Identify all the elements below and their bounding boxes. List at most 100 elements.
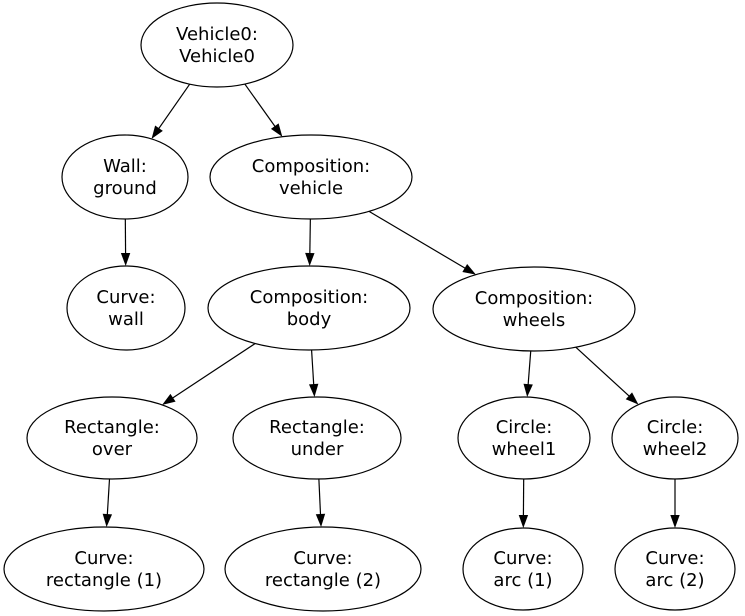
edge-line (171, 343, 256, 400)
node-label-line-2: over (92, 439, 133, 460)
node-label-line-1: Vehicle0: (176, 24, 258, 45)
node-label-line-1: Composition: (252, 156, 370, 177)
node-label-line-1: Curve: (493, 548, 552, 569)
node-label: Curve:wall (96, 287, 155, 330)
node-label-line-1: Rectangle: (64, 417, 160, 438)
node-curve_arc2: Curve:arc (2) (614, 527, 736, 611)
edge-line (575, 346, 631, 398)
edge-line (157, 83, 191, 131)
node-ellipse (457, 396, 591, 480)
node-label-line-1: Circle: (496, 417, 553, 438)
node-label-line-2: wall (108, 309, 144, 330)
node-ellipse (26, 396, 198, 480)
node-label-line-1: Curve: (96, 287, 155, 308)
node-label-line-2: arc (1) (493, 570, 552, 591)
edge-circle_wheel2-curve_arc2 (670, 479, 680, 528)
node-label-line-2: under (291, 439, 344, 460)
node-label-line-2: rectangle (1) (46, 570, 162, 591)
edge-comp_wheels-circle_wheel2 (575, 346, 639, 405)
edge-circle_wheel1-curve_arc1 (518, 478, 529, 529)
edge-arrowhead (308, 383, 319, 398)
node-ellipse (462, 527, 584, 611)
node-circle_wheel1: Circle:wheel1 (457, 396, 591, 480)
edge-vehicle0-comp_vehicle (244, 83, 283, 137)
node-label: Vehicle0:Vehicle0 (176, 24, 258, 67)
node-label: Rectangle:over (64, 417, 160, 460)
node-ellipse (232, 396, 402, 480)
edge-rect_under-curve_rect2 (315, 478, 326, 528)
edge-comp_vehicle-comp_wheels (368, 210, 476, 275)
node-rect_under: Rectangle:under (232, 396, 402, 480)
edge-arrowhead (151, 125, 163, 139)
node-label-line-1: Curve: (74, 548, 133, 569)
edge-line (368, 210, 467, 270)
node-label-line-1: Composition: (475, 288, 593, 309)
edge-rect_over-curve_rect1 (102, 478, 113, 528)
node-label-line-2: wheel1 (492, 439, 557, 460)
node-label-line-1: Curve: (645, 548, 704, 569)
edge-vehicle0-wall_ground (151, 83, 191, 139)
edge-arrowhead (625, 392, 639, 405)
node-label-line-2: arc (2) (645, 570, 704, 591)
node-label: Curve:arc (2) (645, 548, 704, 591)
edge-arrowhead (523, 383, 533, 398)
edge-arrowhead (315, 513, 326, 528)
edge-arrowhead (518, 514, 529, 529)
node-label: Composition:body (250, 287, 368, 330)
node-label-line-1: Rectangle: (269, 417, 365, 438)
node-label: Wall:ground (93, 156, 157, 199)
node-ellipse (3, 526, 205, 612)
node-vehicle0: Vehicle0:Vehicle0 (140, 2, 294, 88)
node-label-line-2: wheels (503, 310, 566, 331)
node-label: Composition:wheels (475, 288, 593, 331)
edge-comp_wheels-circle_wheel1 (523, 350, 533, 398)
node-ellipse (224, 526, 422, 612)
edge-arrowhead (270, 123, 283, 137)
edge-line (310, 349, 315, 387)
edge-arrowhead (102, 513, 113, 528)
node-label-line-2: rectangle (2) (265, 570, 381, 591)
node-ellipse (209, 134, 413, 220)
edge-wall_ground-curve_wall (120, 218, 131, 267)
node-ellipse (66, 265, 186, 351)
node-rect_over: Rectangle:over (26, 396, 198, 480)
edge-arrowhead (462, 263, 476, 275)
edge-line (318, 478, 322, 517)
node-comp_vehicle: Composition:vehicle (209, 134, 413, 220)
edge-line (244, 83, 277, 129)
node-circle_wheel2: Circle:wheel2 (611, 396, 739, 480)
edge-arrowhead (120, 252, 131, 267)
edge-comp_vehicle-comp_body (305, 218, 315, 267)
node-label: Composition:vehicle (252, 156, 370, 199)
node-curve_wall: Curve:wall (66, 265, 186, 351)
edge-comp_body-rect_over (162, 343, 256, 405)
edge-arrowhead (670, 515, 680, 528)
node-label-line-2: vehicle (279, 178, 343, 199)
node-ellipse (432, 266, 636, 352)
node-label: Circle:wheel2 (643, 417, 708, 460)
node-label-line-1: Circle: (647, 417, 704, 438)
node-ellipse (140, 2, 294, 88)
node-comp_body: Composition:body (207, 265, 411, 351)
edge-arrowhead (162, 393, 176, 405)
node-label-line-1: Wall: (103, 156, 147, 177)
node-label: Circle:wheel1 (492, 417, 557, 460)
node-label-line-1: Curve: (293, 548, 352, 569)
node-curve_rect1: Curve:rectangle (1) (3, 526, 205, 612)
edge-line (106, 478, 111, 517)
node-ellipse (61, 134, 189, 220)
node-comp_wheels: Composition:wheels (432, 266, 636, 352)
node-label: Rectangle:under (269, 417, 365, 460)
node-curve_rect2: Curve:rectangle (2) (224, 526, 422, 612)
node-ellipse (614, 527, 736, 611)
node-label: Curve:arc (1) (493, 548, 552, 591)
node-ellipse (611, 396, 739, 480)
node-ellipse (207, 265, 411, 351)
edge-comp_body-rect_under (308, 349, 319, 398)
node-curve_arc1: Curve:arc (1) (462, 527, 584, 611)
node-label-line-2: ground (93, 178, 157, 199)
edge-line (309, 218, 311, 256)
node-label: Curve:rectangle (1) (46, 548, 162, 591)
